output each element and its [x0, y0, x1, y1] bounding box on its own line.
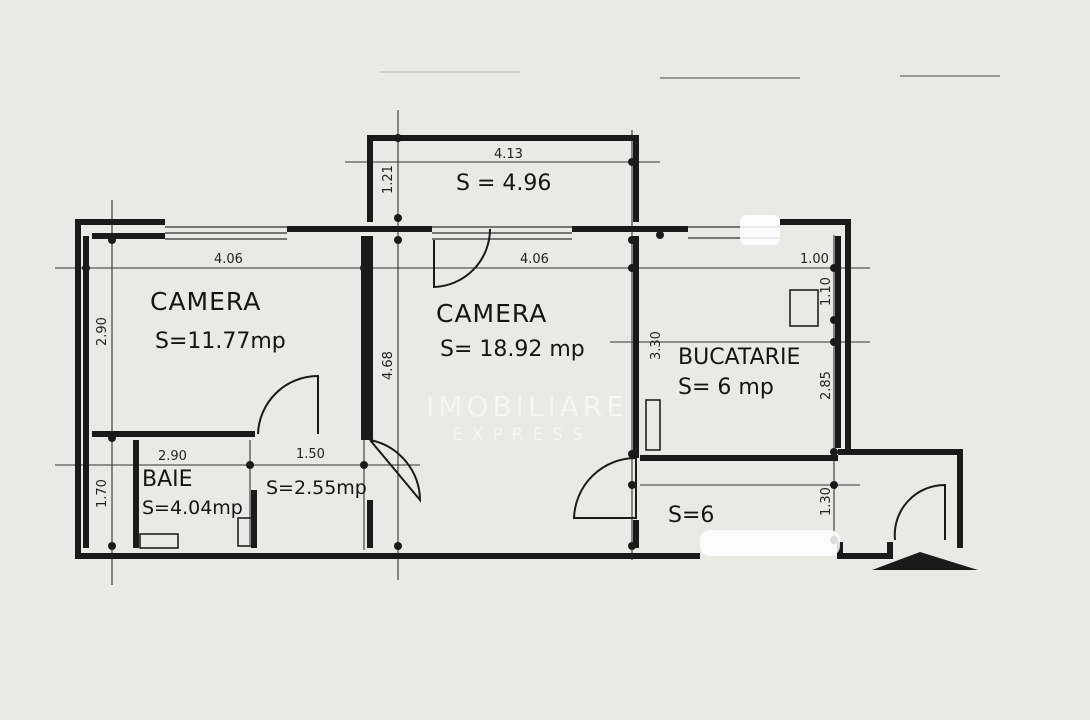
bucatarie-area: S= 6 mp	[678, 375, 774, 400]
balcony-area: S = 4.96	[456, 171, 551, 196]
camera-left-area: S=11.77mp	[155, 329, 286, 354]
dim-kitchen-small-depth: 1.10	[819, 277, 834, 306]
scan-smudges	[700, 215, 840, 556]
dim-kitchen-small-width: 1.00	[800, 252, 829, 267]
bucatarie-title: BUCATARIE	[678, 345, 800, 370]
dim-camera-left-depth: 2.90	[95, 317, 110, 346]
dim-balcony-width: 4.13	[494, 147, 523, 162]
grid-dots	[82, 134, 838, 550]
dim-hallway-width: 1.50	[296, 447, 325, 462]
baie-title: BAIE	[142, 467, 193, 492]
dim-kitchen-right-depth: 2.85	[819, 371, 834, 400]
hallway-area: S=2.55mp	[266, 477, 367, 499]
room-labels: S = 4.96 CAMERA S=11.77mp CAMERA S= 18.9…	[142, 171, 800, 528]
camera-center-area: S= 18.92 mp	[440, 337, 585, 362]
dim-baie-width: 2.90	[158, 449, 187, 464]
dimension-labels: 4.13 1.21 4.06 2.90 4.06 4.68 2.90 1.70 …	[95, 147, 834, 516]
baie-area: S=4.04mp	[142, 497, 243, 519]
watermark-brand: IMOBILIARE	[426, 390, 628, 423]
watermark-logo: IMOBILIARE EXPRESS	[426, 390, 628, 445]
entry-area: S=6	[668, 503, 714, 528]
camera-center-title: CAMERA	[436, 299, 547, 328]
dim-entry-depth: 1.30	[819, 487, 834, 516]
watermark-sub: EXPRESS	[452, 425, 592, 445]
camera-left-title: CAMERA	[150, 287, 261, 316]
dim-camera-center-width: 4.06	[520, 252, 549, 267]
entrance-arrow-icon	[872, 552, 978, 570]
doors	[139, 228, 946, 549]
dim-bucatarie-depth: 3.30	[649, 331, 664, 360]
dim-baie-depth: 1.70	[95, 479, 110, 508]
dim-balcony-depth: 1.21	[381, 165, 396, 194]
dim-camera-center-depth: 4.68	[381, 351, 396, 380]
walls	[75, 135, 963, 559]
dim-camera-left-width: 4.06	[214, 252, 243, 267]
scan-artifacts	[380, 71, 1000, 79]
